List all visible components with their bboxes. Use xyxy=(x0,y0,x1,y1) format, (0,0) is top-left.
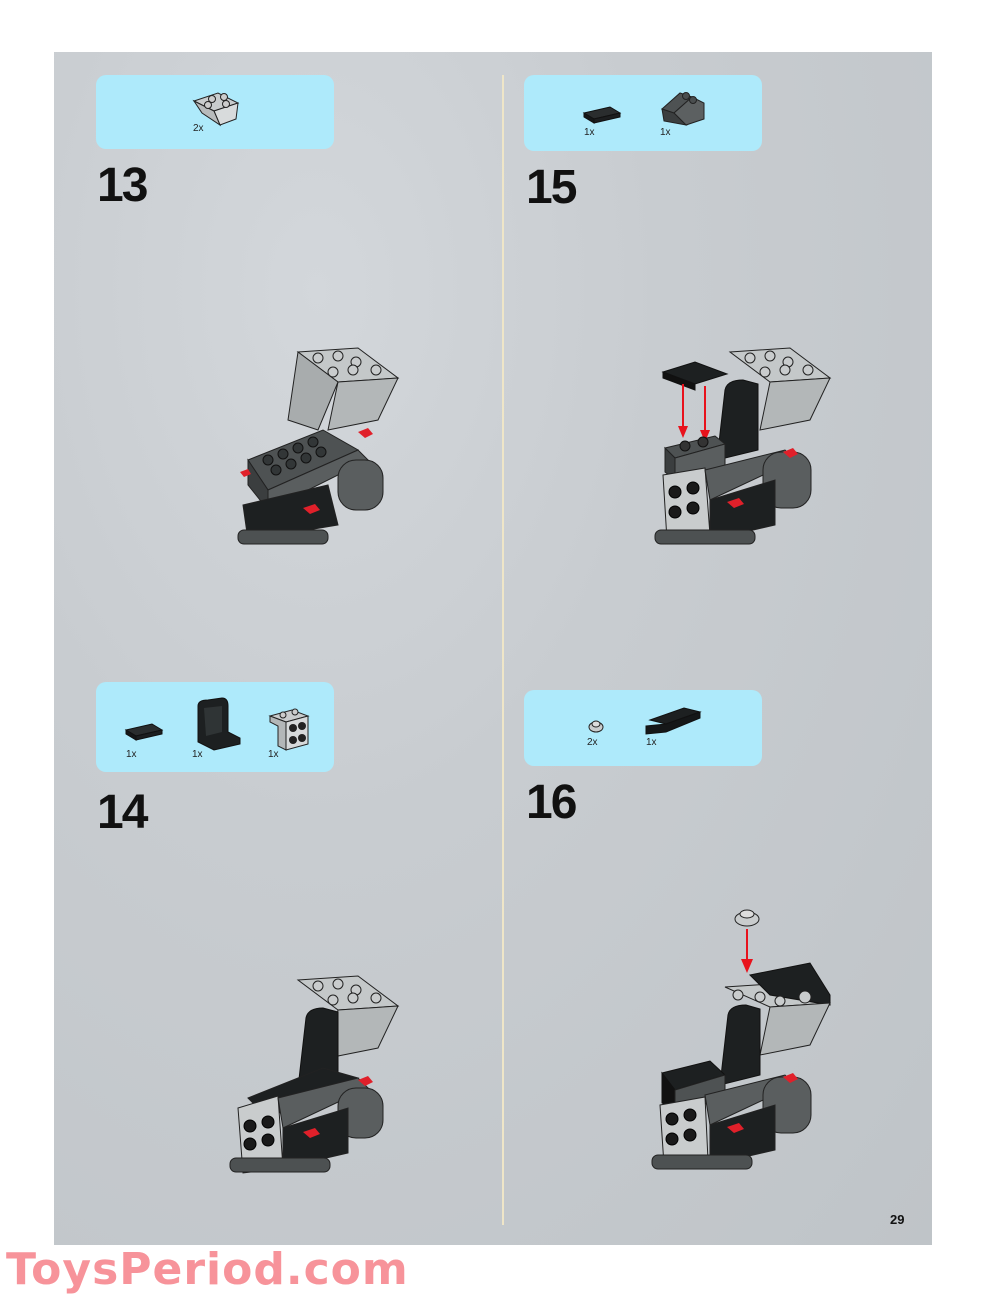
step-16-parts-box: 2x 1x xyxy=(524,690,762,766)
black-plate-icon xyxy=(582,106,622,124)
part-qty: 1x xyxy=(268,749,279,760)
black-plate-icon xyxy=(124,723,164,741)
part-qty: 1x xyxy=(192,749,203,760)
step-number: 14 xyxy=(97,786,148,839)
step-13-model-illustration xyxy=(237,347,400,545)
slope-brick-icon xyxy=(661,92,705,126)
part-qty: 2x xyxy=(587,737,598,748)
part-qty: 1x xyxy=(126,749,137,760)
column-divider xyxy=(502,75,504,1225)
part-qty: 1x xyxy=(584,127,595,138)
part-qty: 2x xyxy=(193,123,204,134)
watermark: ToysPeriod.com xyxy=(6,1244,409,1295)
bracket-brick-icon xyxy=(268,708,310,751)
round-plate-icon xyxy=(588,720,604,733)
step-number: 16 xyxy=(526,776,577,829)
step-14-model-illustration xyxy=(229,975,400,1174)
step-15-parts-box: 1x 1x xyxy=(524,75,762,151)
step-13-parts-box: 2x xyxy=(96,75,334,149)
black-bracket-plate-icon xyxy=(645,707,702,735)
step-15-model-illustration xyxy=(654,347,832,545)
page-number: 29 xyxy=(890,1212,905,1227)
inverted-slope-brick-icon xyxy=(192,92,240,127)
part-qty: 1x xyxy=(646,737,657,748)
part-qty: 1x xyxy=(660,127,671,138)
step-number: 15 xyxy=(526,161,577,214)
black-seat-icon xyxy=(197,697,241,751)
step-number: 13 xyxy=(97,159,148,212)
step-14-parts-box: 1x 1x 1x xyxy=(96,682,334,772)
step-16-model-illustration xyxy=(651,909,831,1170)
